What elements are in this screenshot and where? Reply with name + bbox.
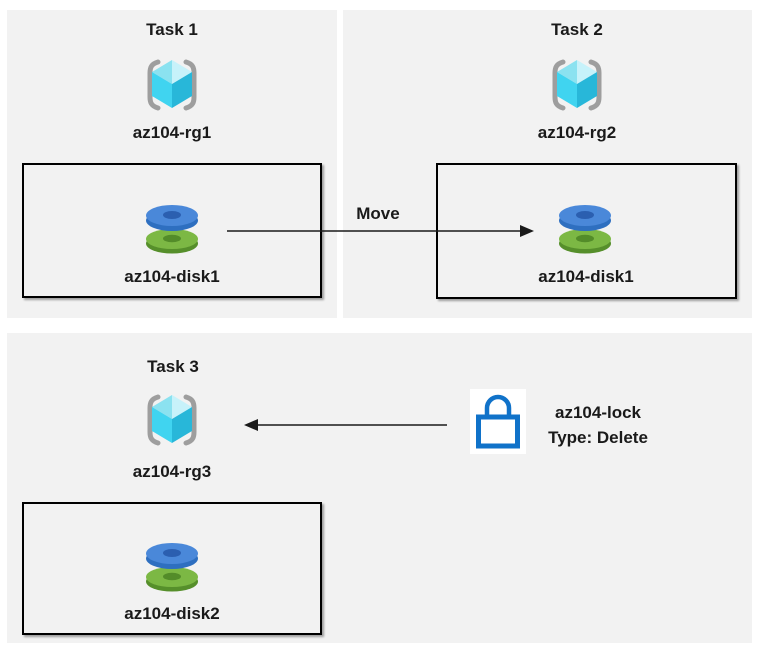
resource-group-icon bbox=[552, 59, 602, 111]
managed-disk-icon bbox=[146, 543, 198, 592]
managed-disk-icon bbox=[146, 205, 198, 254]
lock-name-label: az104-lock bbox=[555, 403, 641, 422]
task3-panel bbox=[7, 333, 752, 643]
task2-resource-group-label: az104-rg2 bbox=[537, 123, 617, 142]
task1-title: Task 1 bbox=[146, 20, 198, 39]
task3-resource-group-label: az104-rg3 bbox=[132, 462, 212, 481]
task1-disk-label: az104-disk1 bbox=[124, 267, 220, 286]
task3-resource-box bbox=[22, 502, 322, 635]
task3-disk-label: az104-disk2 bbox=[124, 604, 220, 623]
lock-icon bbox=[476, 394, 520, 449]
task1-resource-group-label: az104-rg1 bbox=[132, 123, 212, 142]
resource-group-icon bbox=[147, 394, 197, 446]
lock-icon-background bbox=[470, 389, 526, 454]
task2-disk-label: az104-disk1 bbox=[538, 267, 634, 286]
lock-arrow bbox=[244, 419, 447, 431]
move-arrow-label: Move bbox=[356, 204, 400, 223]
move-arrow bbox=[227, 225, 534, 237]
task2-title: Task 2 bbox=[551, 20, 603, 39]
task3-title: Task 3 bbox=[147, 357, 199, 376]
resource-group-icon bbox=[147, 59, 197, 111]
managed-disk-icon bbox=[559, 205, 611, 254]
lock-type-label: Type: Delete bbox=[548, 428, 648, 447]
lock-label-block: az104-lock Type: Delete bbox=[522, 400, 674, 450]
